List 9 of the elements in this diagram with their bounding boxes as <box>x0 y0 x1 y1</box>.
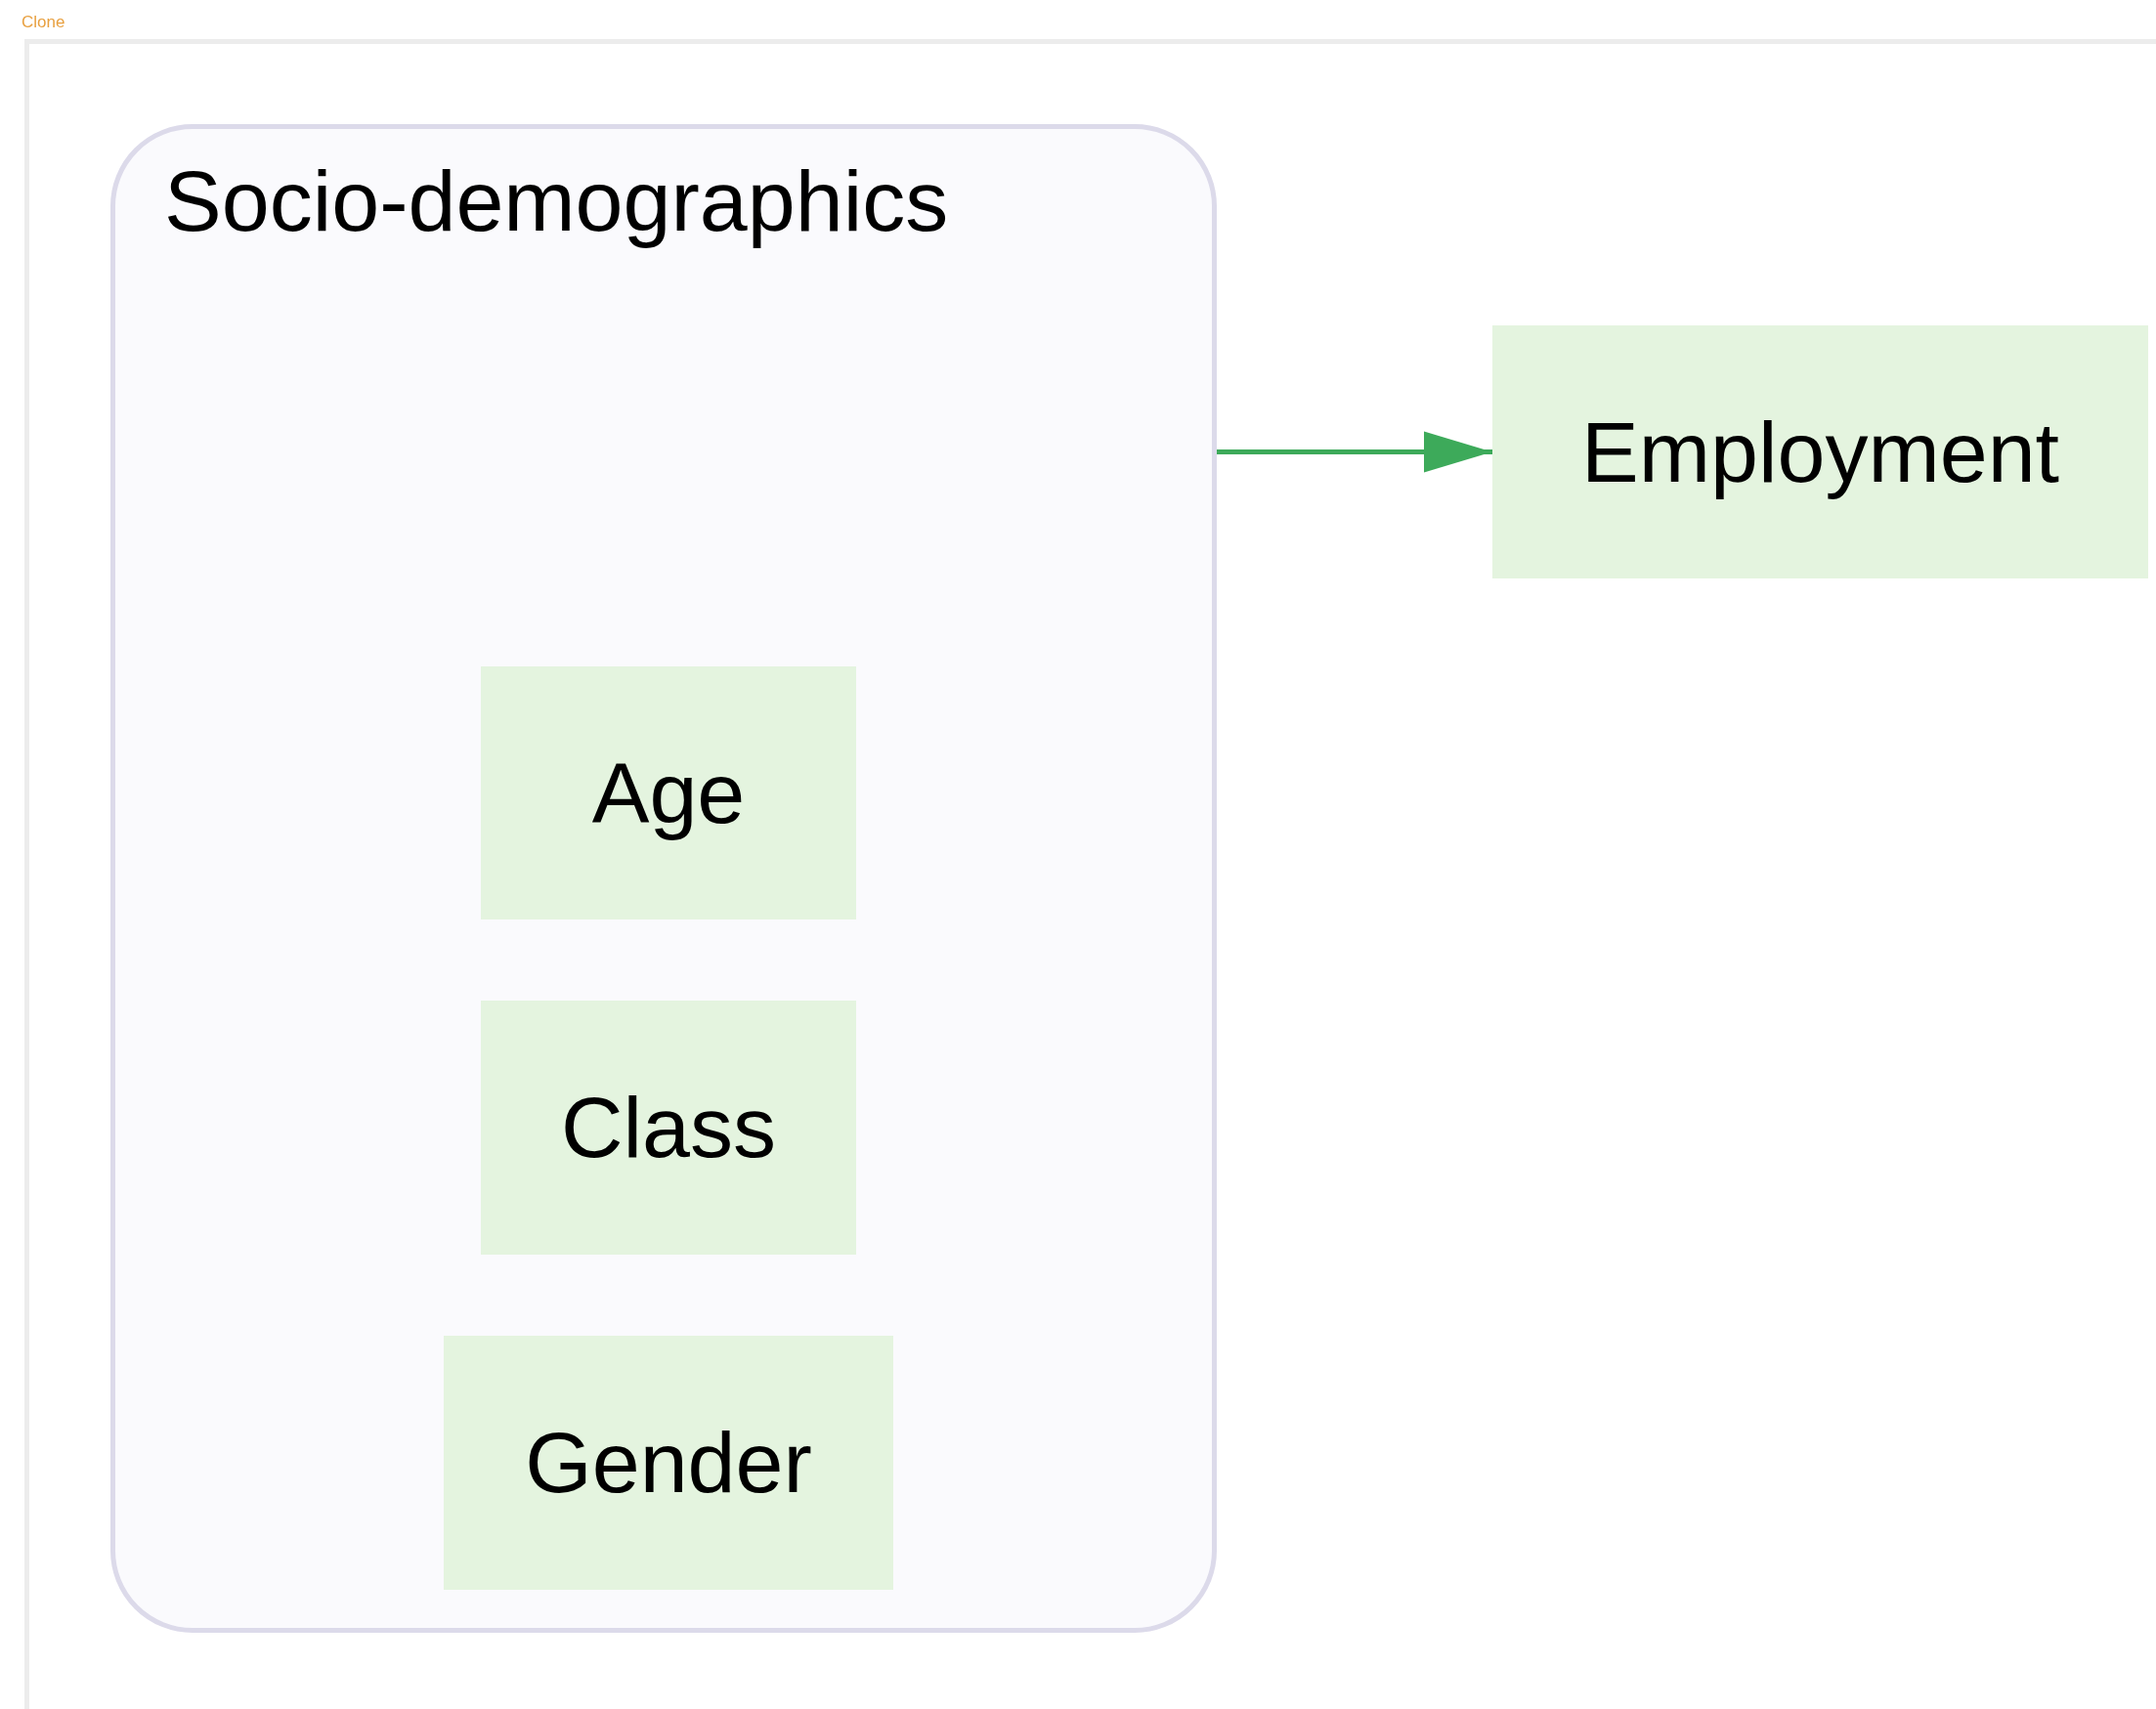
arrow <box>1217 431 1492 473</box>
variable-label: Class <box>560 1085 776 1171</box>
variable-box <box>1492 325 2148 578</box>
group-container <box>110 124 1217 1633</box>
variable-box <box>444 1336 893 1590</box>
variable-box <box>481 1001 856 1255</box>
variable-label: Gender <box>525 1420 812 1506</box>
variable-box <box>481 666 856 919</box>
tab-label: Clone <box>22 13 65 32</box>
